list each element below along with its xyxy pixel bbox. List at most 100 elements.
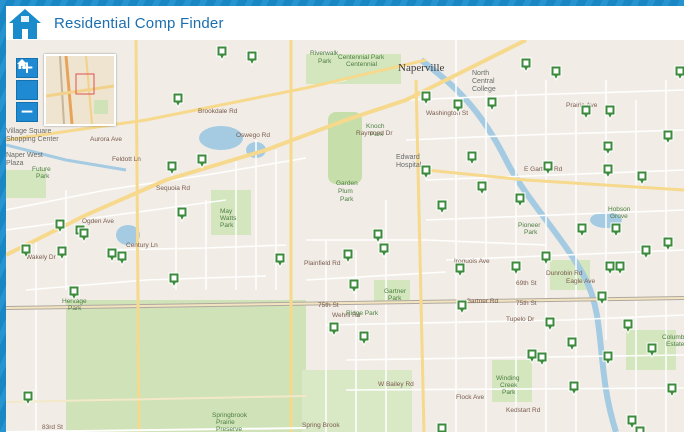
comp-marker-home-pin-icon[interactable]: [640, 244, 652, 260]
map-label: Garden: [336, 180, 358, 187]
comp-marker-home-pin-icon[interactable]: [78, 227, 90, 243]
comp-marker-home-pin-icon[interactable]: [514, 192, 526, 208]
comp-marker-home-pin-icon[interactable]: [510, 260, 522, 276]
comp-marker-home-pin-icon[interactable]: [172, 92, 184, 108]
comp-marker-home-pin-icon[interactable]: [602, 350, 614, 366]
map-label: Centennial Park: [338, 54, 385, 61]
comp-marker-home-pin-icon[interactable]: [466, 150, 478, 166]
comp-marker-home-pin-icon[interactable]: [568, 380, 580, 396]
map-label: Kedstart Rd: [506, 407, 541, 414]
comp-marker-home-pin-icon[interactable]: [116, 250, 128, 266]
comp-marker-home-pin-icon[interactable]: [602, 140, 614, 156]
comp-marker-home-pin-icon[interactable]: [526, 348, 538, 364]
comp-marker-home-pin-icon[interactable]: [342, 248, 354, 264]
overview-map[interactable]: [44, 54, 116, 126]
comp-marker-home-pin-icon[interactable]: [20, 243, 32, 259]
comp-marker-home-pin-icon[interactable]: [662, 129, 674, 145]
comp-marker-home-pin-icon[interactable]: [196, 153, 208, 169]
map-label: Tupelo Dr: [506, 316, 535, 323]
map-label: Preserve: [216, 426, 243, 432]
map-label: Park: [340, 196, 354, 203]
comp-marker-home-pin-icon[interactable]: [456, 299, 468, 315]
map-label: May: [220, 208, 233, 215]
comp-marker-home-pin-icon[interactable]: [274, 252, 286, 268]
comp-marker-home-pin-icon[interactable]: [542, 160, 554, 176]
map-controls: + −: [16, 58, 38, 122]
map-label: Future: [32, 166, 51, 173]
comp-marker-home-pin-icon[interactable]: [454, 262, 466, 278]
map-label: Centennial: [346, 61, 378, 68]
comp-marker-home-pin-icon[interactable]: [580, 104, 592, 120]
comp-marker-home-pin-icon[interactable]: [666, 382, 678, 398]
comp-marker-home-pin-icon[interactable]: [634, 425, 646, 432]
map-label: Park: [318, 58, 332, 65]
comp-marker-home-pin-icon[interactable]: [378, 242, 390, 258]
comp-marker-home-pin-icon[interactable]: [246, 50, 258, 66]
comp-marker-home-pin-icon[interactable]: [22, 390, 34, 406]
comp-marker-home-pin-icon[interactable]: [604, 104, 616, 120]
map-label: College: [472, 86, 496, 93]
comp-marker-home-pin-icon[interactable]: [176, 206, 188, 222]
map-label: Park: [220, 222, 234, 229]
map-label: Plaza: [6, 160, 24, 167]
map-label: Grove: [610, 213, 628, 220]
map-label: Creek: [500, 382, 518, 389]
comp-marker-home-pin-icon[interactable]: [566, 336, 578, 352]
comp-marker-home-pin-icon[interactable]: [420, 164, 432, 180]
map-label: North: [472, 70, 490, 77]
comp-marker-home-pin-icon[interactable]: [436, 422, 448, 432]
app-header: Residential Comp Finder: [6, 6, 684, 40]
comp-marker-home-pin-icon[interactable]: [540, 250, 552, 266]
comp-marker-home-pin-icon[interactable]: [348, 278, 360, 294]
comp-marker-home-pin-icon[interactable]: [576, 222, 588, 238]
home-icon: [17, 59, 27, 69]
map-label: Park: [68, 305, 82, 312]
comp-marker-home-pin-icon[interactable]: [596, 290, 608, 306]
comp-marker-home-pin-icon[interactable]: [216, 45, 228, 61]
comp-marker-home-pin-icon[interactable]: [520, 57, 532, 73]
comp-marker-home-pin-icon[interactable]: [452, 98, 464, 114]
comp-marker-home-pin-icon[interactable]: [476, 180, 488, 196]
map-label: Shopping Center: [6, 136, 59, 143]
comp-marker-home-pin-icon[interactable]: [436, 199, 448, 215]
comp-marker-home-pin-icon[interactable]: [372, 228, 384, 244]
map-label: Knoch: [366, 123, 385, 130]
comp-marker-home-pin-icon[interactable]: [610, 222, 622, 238]
map-label: Park: [502, 389, 516, 396]
comp-marker-home-pin-icon[interactable]: [602, 163, 614, 179]
map-label: Iroquois Ave: [454, 258, 490, 265]
map-label: Naperville: [398, 62, 445, 74]
comp-marker-home-pin-icon[interactable]: [168, 272, 180, 288]
map-label: Columbia: [662, 334, 684, 341]
comp-marker-home-pin-icon[interactable]: [626, 414, 638, 430]
comp-marker-home-pin-icon[interactable]: [68, 285, 80, 301]
comp-marker-home-pin-icon[interactable]: [328, 321, 340, 337]
map-label: Pioneer: [518, 222, 541, 229]
comp-marker-home-pin-icon[interactable]: [622, 318, 634, 334]
comp-marker-home-pin-icon[interactable]: [166, 160, 178, 176]
comp-marker-home-pin-icon[interactable]: [614, 260, 626, 276]
comp-marker-home-pin-icon[interactable]: [646, 342, 658, 358]
comp-marker-home-pin-icon[interactable]: [56, 245, 68, 261]
map-label: Wakely Dr: [26, 254, 56, 261]
map-label: Brookdale Rd: [198, 108, 238, 115]
comp-marker-home-pin-icon[interactable]: [536, 351, 548, 367]
map-label: W Bailey Rd: [378, 381, 414, 388]
map-label: Flock Ave: [456, 394, 485, 401]
comp-marker-home-pin-icon[interactable]: [54, 218, 66, 234]
comp-marker-home-pin-icon[interactable]: [636, 170, 648, 186]
comp-marker-home-pin-icon[interactable]: [550, 65, 562, 81]
map-label: Watts: [220, 215, 237, 222]
comp-marker-home-pin-icon[interactable]: [674, 65, 684, 81]
comp-marker-home-pin-icon[interactable]: [486, 96, 498, 112]
home-button[interactable]: [16, 59, 38, 100]
map-label: Aurora Ave: [90, 136, 123, 143]
comp-marker-home-pin-icon[interactable]: [544, 316, 556, 332]
comp-marker-home-pin-icon[interactable]: [662, 236, 674, 252]
zoom-out-button[interactable]: −: [16, 102, 38, 122]
map-label: Dunrobin Rd: [546, 270, 583, 277]
comp-marker-home-pin-icon[interactable]: [420, 90, 432, 106]
comp-marker-home-pin-icon[interactable]: [358, 330, 370, 346]
comp-marker-home-pin-icon[interactable]: [106, 247, 118, 263]
